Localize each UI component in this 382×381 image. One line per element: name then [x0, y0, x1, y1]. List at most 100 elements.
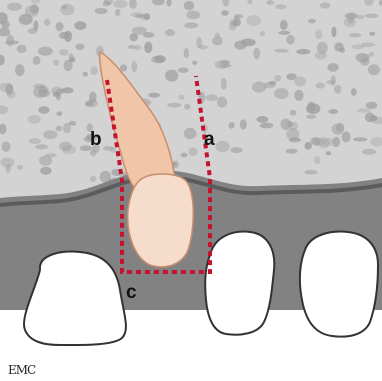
bone-pore [356, 53, 370, 62]
bone-pore [17, 165, 23, 170]
bone-pore [38, 106, 49, 113]
bone-pore [229, 122, 235, 129]
bone-pore [59, 49, 69, 56]
bone-pore [90, 176, 97, 182]
bone-pore [33, 56, 41, 65]
bone-pore [229, 21, 237, 31]
bone-pore [274, 75, 281, 82]
bone-pore [184, 1, 195, 11]
label-a: a [204, 129, 215, 150]
bone-pore [308, 19, 316, 24]
bone-pore [115, 9, 121, 16]
bone-pore [110, 148, 116, 153]
bone-pore [38, 47, 53, 56]
label-b: b [90, 129, 102, 150]
bone-pore [328, 109, 338, 114]
bone-pore [247, 15, 262, 26]
bone-pore [33, 20, 38, 30]
bone-pore [240, 119, 247, 129]
bone-pore [280, 20, 288, 30]
bone-pore [314, 156, 320, 164]
bone-pore [131, 61, 137, 72]
bone-pore [120, 64, 127, 71]
bone-pore [351, 88, 357, 96]
bone-pore [56, 126, 63, 132]
bone-pore [45, 153, 57, 157]
bone-pore [365, 14, 378, 19]
bone-pore [241, 39, 256, 47]
bone-pore [313, 138, 325, 147]
bone-pore [334, 85, 341, 94]
bone-pore [327, 63, 339, 72]
bone-pore [103, 1, 111, 6]
bone-pore [154, 55, 166, 63]
bone-pore [61, 87, 73, 93]
bone-pore [62, 145, 76, 154]
bone-pore [2, 142, 11, 152]
bone-pore [205, 95, 218, 102]
bone-pore [69, 121, 77, 126]
bone-pore [286, 73, 296, 80]
bone-pore [25, 5, 39, 17]
bone-pore [353, 137, 367, 141]
bone-pore [83, 72, 88, 77]
bone-pore [345, 13, 358, 20]
middle-tooth [205, 232, 274, 335]
bone-pore [44, 19, 51, 26]
bone-pore [332, 124, 344, 135]
bone-pore [362, 149, 376, 155]
bone-pore [305, 170, 318, 175]
bone-pore [365, 112, 375, 122]
bone-pore [342, 132, 351, 143]
bone-pore [167, 103, 181, 108]
bone-pore [215, 32, 221, 38]
bone-pore [149, 93, 160, 98]
left-tooth [24, 252, 126, 345]
bone-pore [178, 67, 189, 73]
bone-pore [257, 116, 269, 123]
bone-pore [296, 49, 310, 55]
bone-pore [75, 44, 84, 50]
bone-pore [306, 115, 316, 119]
bone-pore [60, 4, 74, 16]
bone-pore [165, 70, 178, 82]
bone-pore [252, 82, 267, 93]
bone-pore [5, 40, 19, 44]
bone-pore [53, 59, 59, 66]
bone-pore [368, 64, 380, 75]
bone-pore [179, 95, 185, 100]
bone-pore [253, 48, 260, 60]
bone-pore [184, 128, 197, 139]
bone-pore [215, 60, 229, 69]
bone-pore [366, 102, 378, 109]
bone-pore [368, 52, 374, 57]
bone-pore [369, 32, 375, 36]
bone-pore [221, 10, 229, 15]
bone-pore [274, 49, 289, 53]
bone-pore [184, 48, 189, 58]
bone-pore [217, 97, 227, 108]
bone-pore [7, 3, 22, 11]
bone-pore [113, 0, 128, 8]
bone-pore [38, 89, 50, 97]
bone-pore [40, 167, 52, 175]
bone-pore [90, 66, 98, 75]
bone-pore [64, 31, 72, 42]
bone-pore [260, 123, 274, 129]
bone-pore [62, 5, 68, 9]
bone-pore [333, 137, 341, 147]
bone-pore [290, 110, 296, 116]
signature: EMC [8, 363, 36, 377]
bone-pore [70, 57, 76, 62]
bone-pore [317, 42, 328, 54]
bone-pore [192, 61, 197, 65]
bone-pore [184, 22, 198, 28]
bone-pore [260, 31, 266, 36]
bone-pore [56, 22, 64, 31]
bone-pore [326, 151, 332, 155]
bone-pore [326, 80, 335, 84]
bone-pore [334, 42, 344, 51]
bone-pore [187, 11, 201, 20]
bone-pore [132, 27, 147, 35]
right-tooth [300, 232, 378, 337]
